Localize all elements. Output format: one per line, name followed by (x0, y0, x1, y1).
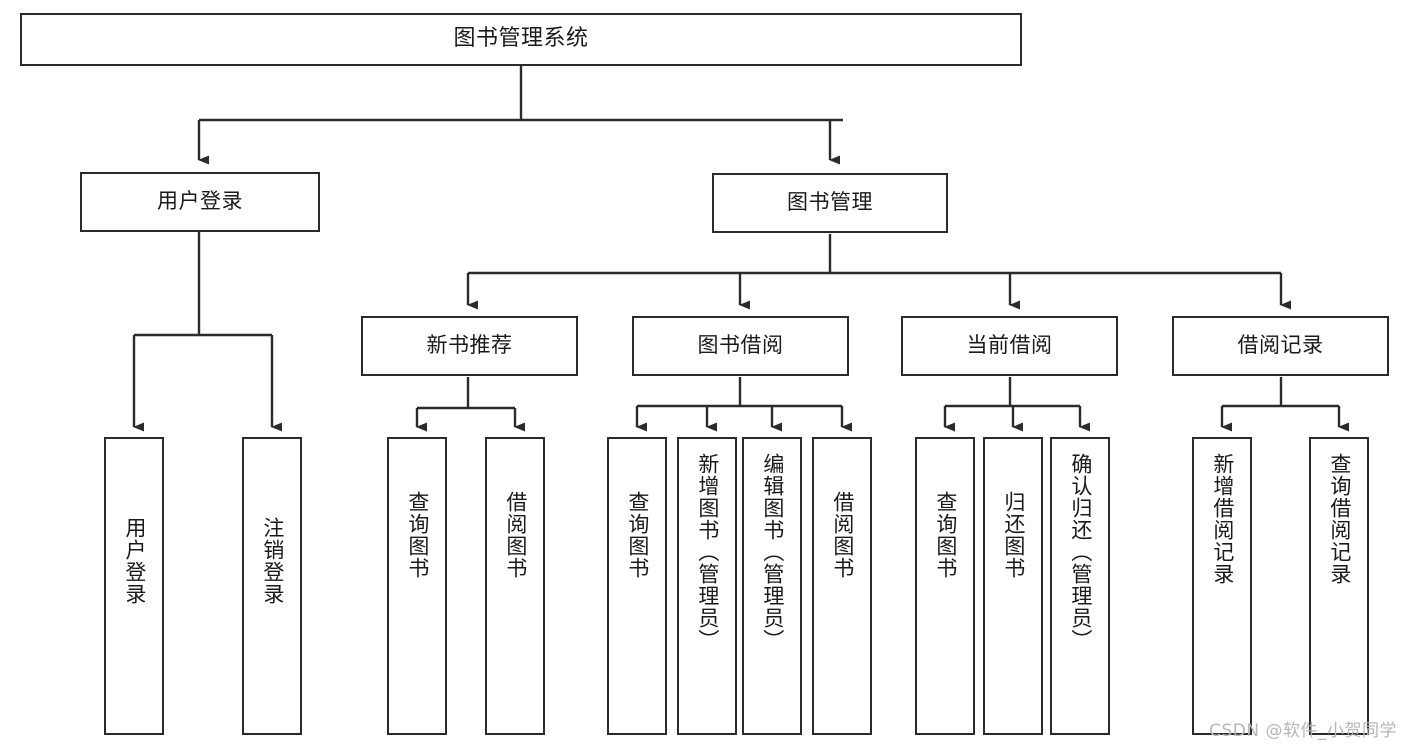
leaf-book-borrow-borrow-book[interactable]: 借阅图书 (812, 437, 872, 735)
leaf-current-borrow-query-book[interactable]: 查询图书 (915, 437, 975, 735)
node-label: 图书借阅 (697, 333, 784, 358)
leaf-borrow-record-query-record[interactable]: 查询借阅记录 (1309, 437, 1369, 735)
node-label: 用户登录 (157, 189, 243, 214)
node-new-book-recommend[interactable]: 新书推荐 (361, 316, 578, 376)
node-current-borrow[interactable]: 当前借阅 (901, 316, 1118, 376)
watermark-text: CSDN @软件_小贺同学 (1209, 721, 1397, 741)
leaf-label: 借阅图书 (830, 491, 855, 579)
leaf-label: 编辑图书（管理员） (760, 453, 785, 651)
leaf-label: 查询图书 (625, 491, 650, 579)
leaf-user-login-user-login[interactable]: 用户登录 (104, 437, 164, 735)
node-borrow-record[interactable]: 借阅记录 (1172, 316, 1389, 376)
leaf-current-borrow-return-book[interactable]: 归还图书 (983, 437, 1043, 735)
leaf-label: 注销登录 (260, 517, 285, 605)
leaf-label: 借阅图书 (503, 491, 528, 579)
node-book-management[interactable]: 图书管理 (712, 173, 948, 233)
node-label: 新书推荐 (426, 333, 513, 358)
leaf-new-book-query-book[interactable]: 查询图书 (387, 437, 447, 735)
leaf-label: 确认归还（管理员） (1068, 453, 1093, 651)
leaf-book-borrow-edit-book-admin[interactable]: 编辑图书（管理员） (742, 437, 802, 735)
leaf-book-borrow-query-book[interactable]: 查询图书 (607, 437, 667, 735)
leaf-new-book-borrow-book[interactable]: 借阅图书 (485, 437, 545, 735)
node-label: 借阅记录 (1237, 333, 1324, 358)
leaf-label: 查询借阅记录 (1327, 453, 1352, 585)
leaf-label: 查询图书 (933, 491, 958, 579)
node-label: 图书管理系统 (453, 26, 589, 52)
leaf-current-borrow-confirm-return-admin[interactable]: 确认归还（管理员） (1050, 437, 1110, 735)
leaf-label: 新增图书（管理员） (695, 453, 720, 651)
leaf-label: 归还图书 (1001, 491, 1026, 579)
leaf-book-borrow-add-book-admin[interactable]: 新增图书（管理员） (677, 437, 737, 735)
leaf-user-login-logout[interactable]: 注销登录 (242, 437, 302, 735)
node-label: 当前借阅 (966, 333, 1053, 358)
node-user-login[interactable]: 用户登录 (80, 172, 320, 232)
node-root-book-management-system[interactable]: 图书管理系统 (20, 13, 1022, 66)
leaf-borrow-record-add-record[interactable]: 新增借阅记录 (1192, 437, 1252, 735)
leaf-label: 查询图书 (405, 491, 430, 579)
node-label: 图书管理 (787, 190, 873, 215)
leaf-label: 新增借阅记录 (1210, 453, 1235, 585)
node-book-borrow[interactable]: 图书借阅 (632, 316, 849, 376)
leaf-label: 用户登录 (122, 517, 147, 605)
